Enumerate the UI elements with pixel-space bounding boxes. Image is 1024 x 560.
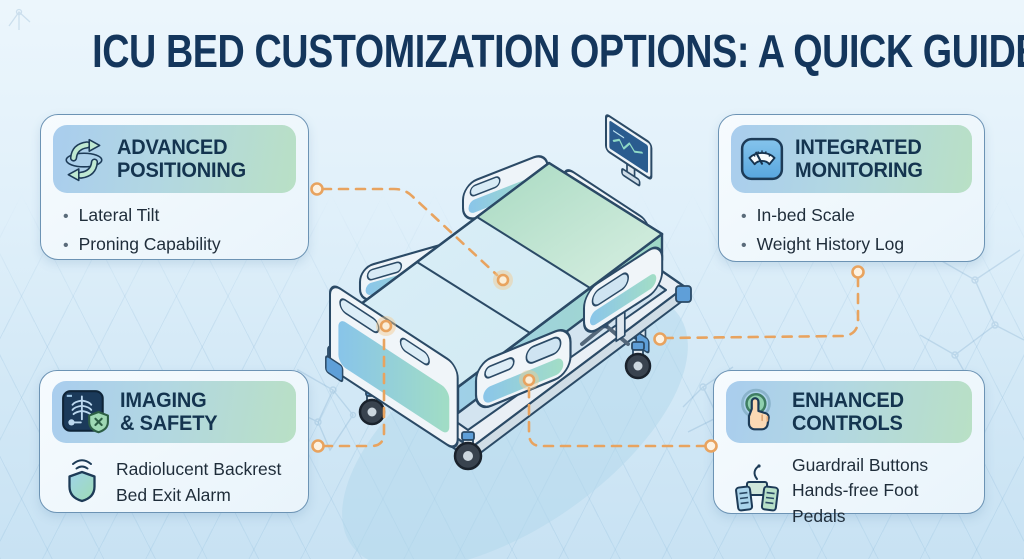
feature-lines: Guardrail Buttons Hands-free Foot Pedals [792,453,972,529]
ecg-waveform [612,138,643,154]
touch-button-icon [734,387,782,437]
network-decoration [919,249,1024,426]
feature-lines: Radiolucent Backrest Bed Exit Alarm [116,457,281,508]
card-title: IMAGING& SAFETY [120,388,218,435]
card-imaging-safety: IMAGING& SAFETY Radiolucent Backrest Bed… [39,370,309,513]
feature-item: • Lateral Tilt [63,205,160,225]
icu-bed-illustration [325,114,692,560]
feature-item: • In-bed Scale [741,205,855,225]
weight-scale-icon [739,136,785,182]
xray-icon [60,388,110,436]
card-header-pill: IMAGING& SAFETY [52,381,296,443]
bed-exit-alarm-shield-icon [60,453,104,512]
bullet-dot: • [741,208,747,225]
bullet-dot: • [63,208,69,225]
page-title: ICU BED CUSTOMIZATION OPTIONS: A QUICK G… [92,25,1024,77]
bullet-dot: • [63,237,69,254]
vitals-monitor [604,114,653,187]
rotate-3d-icon [61,136,107,182]
near-head-guardrail [582,246,664,343]
caster-wheel [453,431,483,471]
foot-pedals-icon [734,463,780,520]
bullet-dot: • [741,237,747,254]
caster-wheel [624,341,652,380]
molecule-decoration [8,8,31,30]
feature-item: Radiolucent Backrest [116,459,282,480]
feature-item: • Weight History Log [741,234,905,254]
feature-item: Hands-free Foot Pedals [792,480,919,526]
feature-item: • Proning Capability [63,234,221,254]
feature-item: Guardrail Buttons [792,455,929,475]
feature-item: Bed Exit Alarm [116,484,231,505]
